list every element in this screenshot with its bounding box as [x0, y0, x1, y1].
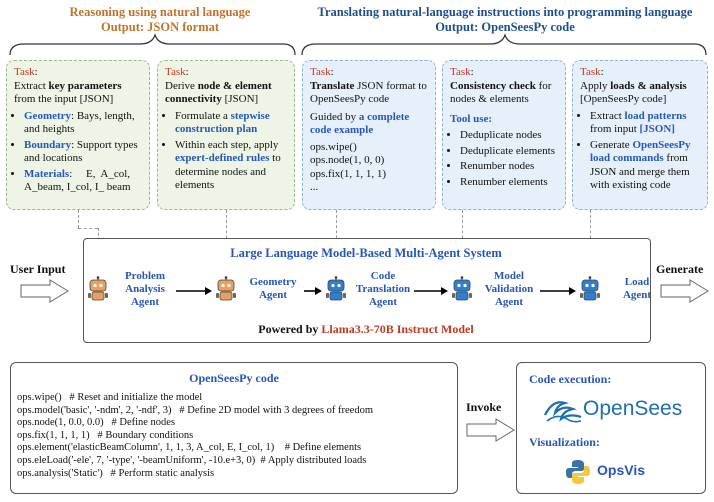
left-header: Reasoning using natural language Output:… — [40, 5, 280, 35]
visualization-label: Visualization: — [529, 435, 600, 449]
opensees-logo-text: OpenSees — [583, 397, 683, 420]
list-item: Within each step, apply expert-defined r… — [175, 139, 287, 193]
list-item: Deduplicate nodes — [460, 129, 558, 143]
powered-by: Powered by Llama3.3-70B Instruct Model — [83, 322, 649, 337]
left-header-line2: Output: JSON format — [100, 20, 220, 34]
card4-rest: for nodes & elements — [450, 79, 552, 106]
code-line: ops.wipe() — [310, 140, 357, 153]
right-brace — [301, 33, 707, 56]
list-item: Generate OpenSeesPy load commands from J… — [590, 139, 700, 193]
task-card-load: Task: Apply loads & analysis [OpenSeesPy… — [572, 60, 708, 210]
code-line: ops.model('basic', '-ndm', 2, '-ndf', 3)… — [17, 404, 374, 416]
card3-code: ops.wipe() ops.node(1, 0, 0) ops.fix(1, … — [310, 141, 428, 195]
right-header: Translating natural-language instruction… — [300, 5, 710, 35]
code-line: ops.eleLoad('-ele', 7, '-type', '-beamUn… — [17, 454, 367, 466]
flow-arrow-icon — [176, 287, 212, 295]
list-item: Extract load patterns from input [JSON] — [590, 110, 700, 137]
list-item: Boundary: Support types and locations — [24, 139, 142, 166]
list-item: Deduplicate elements — [460, 145, 558, 159]
system-title: Large Language Model-Based Multi-Agent S… — [230, 246, 502, 260]
robot-icon — [326, 276, 346, 301]
list-item: Materials: E, A_col, A_beam, I_col, I_ b… — [24, 168, 142, 195]
flow-arrow-icon — [540, 287, 576, 295]
task-label: Task — [580, 66, 601, 78]
code-line: ops.fix(1, 1, 1, 1) — [310, 167, 387, 180]
card2-list: Formulate a stepwise construction plan W… — [165, 110, 287, 193]
list-item: Renumber elements — [460, 176, 558, 190]
card5-list: Extract load patterns from input [JSON] … — [580, 110, 700, 193]
code-execution-label: Code execution: — [529, 372, 612, 386]
card5-bold: loads & analysis — [610, 79, 687, 92]
user-input-arrow-icon — [20, 279, 69, 303]
flow-arrow-icon — [414, 287, 448, 295]
card3-rest: JSON format to OpenSeesPy code — [310, 79, 427, 106]
code-line: ops.element('elasticBeamColumn', 1, 1, 3… — [17, 442, 362, 454]
opensees-logo-icon — [544, 401, 582, 423]
generate-label: Generate — [656, 262, 704, 276]
robot-icon — [580, 276, 600, 301]
card3-bold: Translate — [310, 79, 355, 92]
list-item: Formulate a stepwise construction plan — [175, 110, 287, 137]
task-label: Task — [14, 66, 35, 78]
code-panel-title: OpenSeesPy code — [189, 371, 279, 385]
task-label: Task — [450, 66, 471, 78]
openseespy-code-panel: OpenSeesPy code ops.wipe() # Reset and i… — [10, 362, 458, 494]
card5-intro: Apply — [580, 79, 608, 92]
code-line: ops.wipe() # Reset and initialize the mo… — [17, 392, 203, 403]
execution-panel: Code execution: OpenSees Visualization: … — [516, 362, 706, 494]
opsvis-label: OpsVis — [597, 462, 645, 478]
user-input-label: User Input — [10, 262, 66, 276]
card1-list: Geometry: Bays, length, and heights Boun… — [14, 110, 142, 195]
list-item: Renumber nodes — [460, 160, 558, 174]
card4-tool-use: Tool use: — [450, 112, 493, 125]
task-card-model-validation: Task: Consistency check for nodes & elem… — [442, 60, 566, 210]
card4-list: Deduplicate nodes Deduplicate elements R… — [450, 129, 558, 189]
header-braces — [9, 33, 707, 56]
connector-1h — [78, 228, 98, 229]
list-item: Geometry: Bays, length, and heights — [24, 110, 142, 137]
card1-bold: key parameters — [48, 79, 122, 92]
code-line: ... — [310, 181, 319, 193]
robot-icon — [452, 276, 472, 301]
card5-rest: [OpenSeesPy code] — [580, 93, 667, 105]
generate-arrow-icon — [660, 279, 709, 303]
right-header-line2: Output: OpenSeesPy code — [435, 20, 575, 34]
card2-rest: [JSON] — [224, 93, 259, 105]
card2-intro: Derive — [165, 79, 195, 92]
powered-model: Llama3.3-70B Instruct Model — [321, 322, 474, 336]
card4-bold: Consistency check — [450, 79, 536, 92]
code-line: ops.node(1, 0.0, 0.0) # Define nodes — [17, 417, 176, 429]
robot-icon — [216, 276, 236, 301]
flow-arrow-icon — [304, 287, 322, 295]
task-card-code-translation: Task: Translate JSON format to OpenSeesP… — [302, 60, 436, 210]
left-header-line1: Reasoning using natural language — [69, 5, 251, 19]
card2-bold: node & element connectivity — [165, 79, 272, 106]
invoke-label: Invoke — [466, 400, 502, 414]
task-card-geometry: Task: Derive node & element connectivity… — [157, 60, 295, 210]
code-line: ops.node(1, 0, 0) — [310, 154, 385, 166]
card3-guided-bold: a complete code example — [310, 110, 410, 137]
code-line: ops.fix(1, 1, 1, 1) # Boundary condition… — [17, 429, 194, 441]
card3-guided: Guided by — [310, 110, 357, 123]
code-line: ops.analysis('Static') # Perform static … — [17, 467, 215, 479]
left-brace — [9, 33, 296, 56]
robot-icon — [88, 276, 108, 301]
powered-prefix: Powered by — [258, 322, 319, 336]
task-label: Task — [165, 66, 186, 78]
card1-intro: Extract — [14, 79, 46, 92]
python-logo-icon — [566, 460, 590, 484]
task-label: Task — [310, 66, 331, 78]
code-panel-lines: ops.wipe() # Reset and initialize the mo… — [17, 392, 373, 480]
task-card-problem-analysis: Task: Extract key parameters from the in… — [6, 60, 150, 210]
card1-rest: from the input [JSON] — [14, 93, 114, 105]
right-header-line1: Translating natural-language instruction… — [317, 5, 693, 19]
invoke-arrow-icon — [466, 418, 515, 442]
connector-1 — [78, 210, 79, 228]
